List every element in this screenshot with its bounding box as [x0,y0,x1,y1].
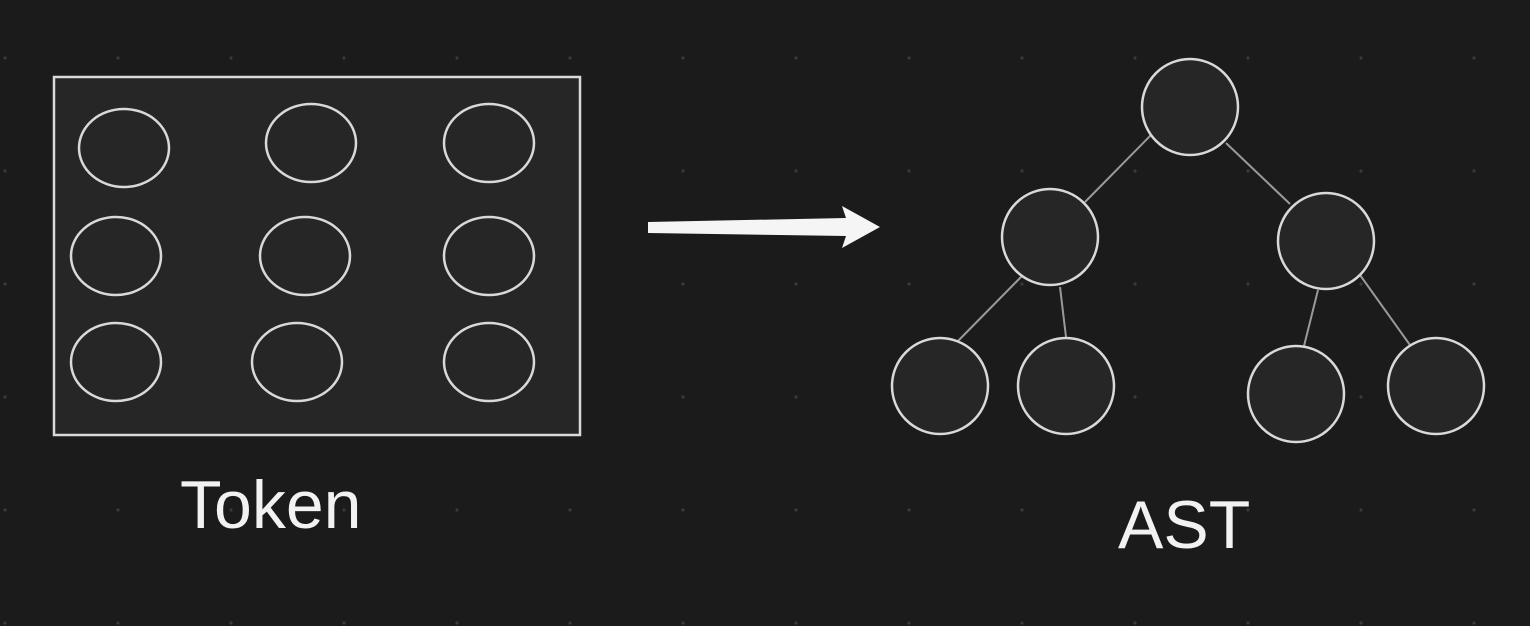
grid-dot [568,56,572,60]
grid-dot [3,395,7,399]
grid-dot [1246,508,1250,512]
grid-dot [1133,621,1137,625]
ast-node-leaf[interactable] [890,336,990,436]
grid-dot [1359,282,1363,286]
token-circle[interactable] [77,107,171,189]
grid-dot [229,56,233,60]
tree-edge [955,275,1023,344]
grid-dot [3,621,7,625]
grid-dot [1359,56,1363,60]
token-circle[interactable] [264,102,358,184]
grid-dot [1472,508,1476,512]
grid-dot [455,621,459,625]
grid-dot [907,621,911,625]
grid-dot [1472,169,1476,173]
grid-dot [116,621,120,625]
grid-dot [794,508,798,512]
grid-dot [907,169,911,173]
grid-dot [1359,395,1363,399]
grid-dot [1133,56,1137,60]
grid-dot [3,282,7,286]
grid-dot [3,56,7,60]
grid-dot [794,395,798,399]
grid-dot [907,56,911,60]
tree-edge [1059,286,1067,338]
ast-node[interactable] [1000,187,1100,287]
grid-dot [1020,282,1024,286]
transform-arrow [648,206,880,248]
token-box[interactable] [52,75,582,437]
grid-dot [794,621,798,625]
grid-dot [1133,169,1137,173]
ast-node-leaf[interactable] [1016,336,1116,436]
grid-dot [1020,169,1024,173]
token-circle[interactable] [69,215,163,297]
grid-dot [1246,56,1250,60]
ast-label: AST [1118,487,1250,563]
grid-dot [1472,621,1476,625]
grid-dot [1359,169,1363,173]
grid-dot [681,621,685,625]
grid-dot [3,508,7,512]
grid-dot [116,56,120,60]
token-circle[interactable] [442,215,536,297]
grid-dot [1359,621,1363,625]
grid-dot [1133,508,1137,512]
grid-dot [3,169,7,173]
token-circle[interactable] [250,321,344,403]
token-circle[interactable] [442,321,536,403]
grid-dot [116,508,120,512]
ast-node-root[interactable] [1140,57,1240,157]
token-circle[interactable] [258,215,352,297]
grid-dot [229,508,233,512]
grid-dot [568,621,572,625]
grid-dot [794,56,798,60]
grid-dot [907,282,911,286]
grid-dot [681,56,685,60]
ast-node-leaf[interactable] [1246,344,1346,444]
token-circle[interactable] [69,321,163,403]
tree-edge [1303,289,1319,347]
grid-dot [455,56,459,60]
grid-dot [1472,56,1476,60]
grid-dot [1246,169,1250,173]
grid-dot [681,508,685,512]
grid-dot [1020,508,1024,512]
grid-dot [1133,282,1137,286]
grid-dot [455,508,459,512]
grid-dot [1020,621,1024,625]
grid-dot [1359,508,1363,512]
tree-edge [1225,142,1291,205]
grid-dot [342,508,346,512]
grid-dot [342,56,346,60]
grid-dot [568,508,572,512]
grid-dot [1020,56,1024,60]
grid-dot [794,169,798,173]
token-circle[interactable] [442,102,536,184]
grid-dot [342,621,346,625]
grid-dot [1246,282,1250,286]
ast-tree: AST [890,57,1486,563]
grid-dot [1133,395,1137,399]
token-label: Token [180,467,361,543]
tree-edge [1084,133,1153,203]
grid-dot [794,282,798,286]
grid-dot [907,508,911,512]
grid-dot [1246,621,1250,625]
grid-dot [681,282,685,286]
grid-dot [1472,282,1476,286]
grid-dot [229,621,233,625]
grid-dot [681,395,685,399]
tree-edge [1359,274,1411,346]
grid-dot [681,169,685,173]
ast-node[interactable] [1276,191,1376,291]
token-group: Token [52,75,582,543]
ast-node-leaf[interactable] [1386,336,1486,436]
